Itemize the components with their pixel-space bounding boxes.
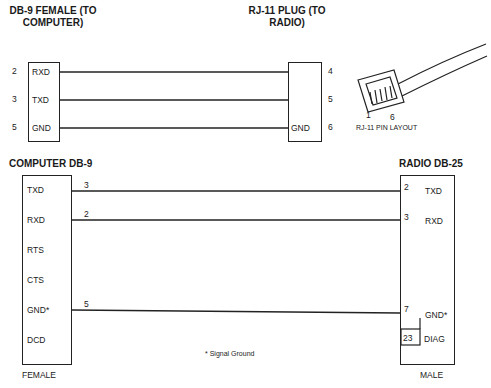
pin-label: 3	[12, 94, 17, 104]
signal-wire	[60, 127, 288, 128]
connector-heading: RADIO DB-25	[399, 158, 488, 170]
pin-label: FEMALE	[22, 370, 56, 380]
connector-heading: RJ-11 PLUG (TO RADIO)	[241, 5, 333, 29]
pin-label: RTS	[27, 245, 44, 255]
pin-label: * Signal Ground	[205, 350, 254, 358]
pin-label: RXD	[27, 215, 45, 225]
pin-label: 2	[404, 182, 409, 192]
connector-heading: COMPUTER DB-9	[9, 158, 119, 170]
pin-label: 7	[404, 304, 409, 314]
pin-label: TXD	[27, 185, 44, 195]
signal-wire	[60, 99, 288, 100]
pin-label: GND	[32, 123, 51, 133]
signal-wire	[72, 310, 400, 313]
pin-label: TXD	[32, 95, 49, 105]
pin-label: RXD	[32, 67, 50, 77]
pin-label: 5	[84, 299, 89, 309]
pin-label: 23	[403, 333, 412, 343]
pin-label: 6	[390, 112, 395, 122]
pin-label: 4	[328, 66, 333, 76]
pin-label: 2	[12, 66, 17, 76]
pin-label: MALE	[420, 370, 443, 380]
pin-label: TXD	[425, 186, 442, 196]
pin-label: RXD	[425, 216, 443, 226]
signal-wire	[72, 219, 400, 220]
pin-label: 2	[84, 209, 89, 219]
signal-wire	[60, 71, 288, 72]
pin-label: 1	[366, 110, 371, 120]
pin-label: GND*	[425, 310, 447, 320]
pin-label: DIAG	[424, 334, 445, 344]
pin-label: 3	[404, 212, 409, 222]
pin-label: RJ-11 PIN LAYOUT	[356, 124, 417, 132]
pin-label: CTS	[27, 275, 44, 285]
signal-wire	[72, 190, 400, 191]
pin-label: GND	[291, 123, 310, 133]
pin-label: 5	[328, 94, 333, 104]
pin-label: 3	[84, 180, 89, 190]
pin-label: 5	[12, 122, 17, 132]
pin-label: 6	[328, 122, 333, 132]
pin-label: DCD	[27, 335, 45, 345]
connector-heading: DB-9 FEMALE (TO COMPUTER)	[5, 5, 101, 29]
pin-label: GND*	[27, 305, 49, 315]
